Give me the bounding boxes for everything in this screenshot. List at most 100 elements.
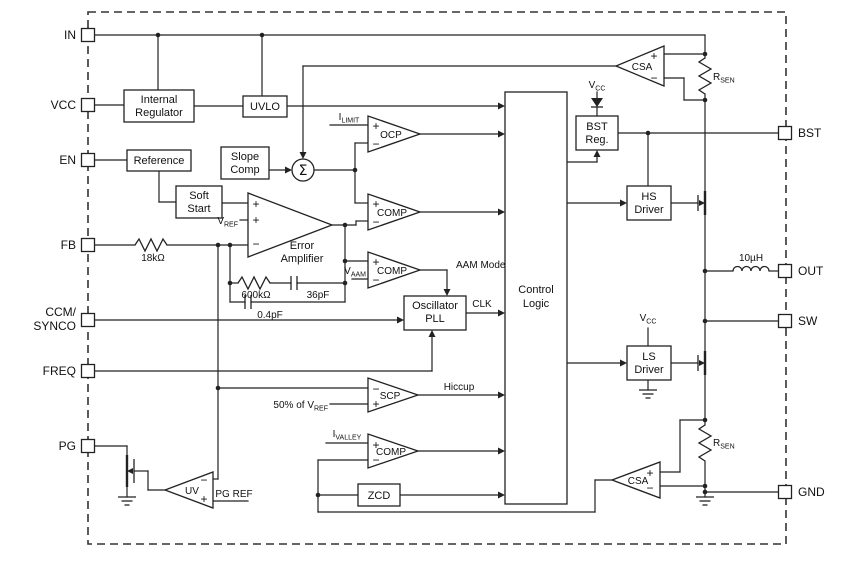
svg-text:IN: IN bbox=[64, 28, 76, 42]
svg-text:SW: SW bbox=[798, 314, 818, 328]
comp-label: COMP bbox=[377, 266, 407, 277]
svg-text:−: − bbox=[372, 137, 379, 151]
sense-resistor-bottom bbox=[697, 424, 713, 462]
svg-text:−: − bbox=[372, 215, 379, 229]
svg-text:EN: EN bbox=[59, 153, 76, 167]
pg-ref-label: PG REF bbox=[215, 489, 252, 500]
rsen-top-label: RSEN bbox=[713, 72, 735, 85]
r-fb-value: 18kΩ bbox=[141, 253, 165, 264]
block-control-logic: Control Logic bbox=[504, 91, 568, 505]
svg-text:PG: PG bbox=[59, 439, 76, 453]
svg-text:−: − bbox=[646, 481, 653, 495]
svg-text:HS: HS bbox=[641, 191, 656, 203]
hs-mosfet bbox=[697, 191, 707, 215]
svg-text:+: + bbox=[372, 397, 379, 411]
svg-text:−: − bbox=[372, 453, 379, 467]
uv-label: UV bbox=[185, 486, 199, 497]
csa-label: CSA bbox=[628, 476, 649, 487]
block-oscillator-pll: Oscillator PLL bbox=[403, 295, 467, 331]
block-internal-regulator: Internal Regulator bbox=[123, 89, 195, 123]
c-hf-value: 0.4pF bbox=[257, 310, 283, 321]
pin-ccm-synco: CCM/ SYNCO bbox=[33, 305, 96, 333]
hf-capacitor-04pF bbox=[244, 295, 252, 309]
v-ref-label: VREF bbox=[217, 216, 238, 229]
uv-comparator: − + UV bbox=[163, 471, 214, 509]
ground-symbol-ls-driver bbox=[639, 389, 657, 399]
svg-text:+: + bbox=[372, 197, 379, 211]
block-ls-driver: LS Driver bbox=[626, 345, 672, 381]
output-inductor bbox=[732, 265, 770, 272]
block-hs-driver: HS Driver bbox=[626, 185, 672, 221]
pg-mosfet bbox=[125, 455, 135, 487]
comp-label: COMP bbox=[377, 208, 407, 219]
svg-text:Driver: Driver bbox=[634, 204, 664, 216]
svg-text:Regulator: Regulator bbox=[135, 107, 183, 119]
i-limit-label: ILIMIT bbox=[339, 112, 360, 125]
minus-sign: − bbox=[252, 237, 259, 251]
svg-text:Oscillator: Oscillator bbox=[412, 300, 458, 312]
uvlo-label: UVLO bbox=[250, 101, 280, 113]
comp-resistor-600k bbox=[237, 275, 271, 291]
svg-text:Amplifier: Amplifier bbox=[281, 253, 324, 265]
pin-gnd: GND bbox=[777, 484, 825, 500]
pin-out: OUT bbox=[777, 263, 824, 279]
zcd-label: ZCD bbox=[368, 490, 391, 502]
svg-text:Comp: Comp bbox=[230, 164, 259, 176]
svg-text:Slope: Slope bbox=[231, 151, 259, 163]
svg-text:−: − bbox=[650, 71, 657, 85]
clk-label: CLK bbox=[472, 299, 492, 310]
block-soft-start: Soft Start bbox=[175, 185, 223, 219]
svg-text:+: + bbox=[646, 466, 653, 480]
pin-in: IN bbox=[64, 27, 96, 43]
pin-sw: SW bbox=[777, 313, 818, 329]
svg-text:Start: Start bbox=[187, 203, 210, 215]
ocp-comparator: + − OCP bbox=[367, 115, 422, 153]
svg-text:+: + bbox=[200, 492, 207, 506]
r-comp-value: 600kΩ bbox=[241, 290, 271, 301]
internal-regulator-label: Internal bbox=[141, 94, 178, 106]
feedback-resistor-18k bbox=[134, 237, 168, 253]
svg-text:VCC: VCC bbox=[51, 98, 77, 112]
block-uvlo: UVLO bbox=[242, 95, 288, 118]
pin-vcc: VCC bbox=[51, 97, 96, 113]
svg-text:BST: BST bbox=[586, 121, 608, 133]
svg-text:LS: LS bbox=[642, 351, 655, 363]
svg-text:Control: Control bbox=[518, 284, 553, 296]
ocp-label: OCP bbox=[380, 130, 402, 141]
ls-mosfet bbox=[697, 351, 707, 375]
scp-threshold-label: 50% of VREF bbox=[273, 400, 328, 413]
svg-text:BST: BST bbox=[798, 126, 822, 140]
pin-freq: FREQ bbox=[43, 363, 96, 379]
block-zcd: ZCD bbox=[357, 483, 401, 507]
vcc-bst-label: VCC bbox=[589, 80, 606, 93]
svg-text:PLL: PLL bbox=[425, 313, 445, 325]
pin-bst: BST bbox=[777, 125, 822, 141]
svg-text:FREQ: FREQ bbox=[43, 364, 76, 378]
plus-sign: + bbox=[252, 213, 259, 227]
csa-label: CSA bbox=[632, 62, 653, 73]
junction-dots bbox=[155, 32, 708, 498]
error-amp-label: Error bbox=[290, 240, 315, 252]
vcc-ls-label: VCC bbox=[640, 313, 657, 326]
svg-text:+: + bbox=[372, 255, 379, 269]
block-bst-reg: BST Reg. bbox=[575, 115, 619, 151]
svg-text:−: − bbox=[200, 473, 207, 487]
comp-label: COMP bbox=[376, 447, 406, 458]
svg-text:Logic: Logic bbox=[523, 298, 550, 310]
i-valley-label: IVALLEY bbox=[333, 429, 362, 442]
signal-labels: ILIMIT VREF VAAM AAM Mode CLK Hiccup 50%… bbox=[141, 72, 763, 500]
svg-text:−: − bbox=[372, 273, 379, 287]
csa-top-amplifier: + − CSA bbox=[614, 45, 665, 87]
c-comp-value: 36pF bbox=[307, 290, 330, 301]
valley-comparator: + − COMP bbox=[367, 433, 421, 469]
ground-symbol-pg bbox=[118, 496, 136, 506]
svg-text:Reg.: Reg. bbox=[585, 134, 608, 146]
aam-mode-label: AAM Mode bbox=[456, 260, 506, 271]
signal-wires bbox=[93, 34, 780, 513]
svg-text:GND: GND bbox=[798, 485, 825, 499]
svg-text:CCM/: CCM/ bbox=[45, 305, 76, 319]
scp-label: SCP bbox=[380, 391, 401, 402]
svg-text:Driver: Driver bbox=[634, 364, 664, 376]
